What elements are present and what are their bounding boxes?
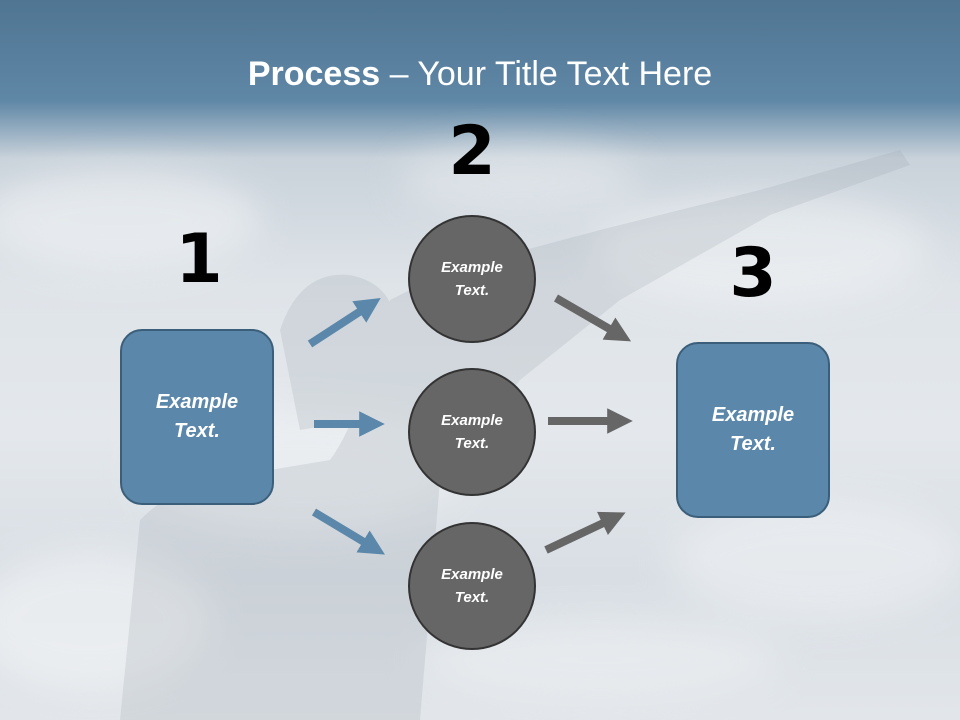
circle-top-text: Example Text. (441, 259, 503, 299)
circle-top: Example Text. (408, 215, 536, 343)
right-box-text: Example Text. (711, 404, 795, 455)
right-process-box: Example Text. (676, 342, 830, 518)
circle-middle-text: Example Text. (441, 412, 503, 452)
arrow-bottom-to-right (544, 511, 626, 554)
arrow-top-to-right (553, 294, 632, 342)
arrow-left-to-bottom (311, 508, 385, 555)
circle-bottom: Example Text. (408, 522, 536, 650)
step-number-2: 2 (448, 112, 496, 191)
circle-bottom-text: Example Text. (441, 566, 503, 606)
title-bold: Process (247, 55, 381, 93)
left-process-box: Example Text. (120, 329, 274, 505)
circle-middle: Example Text. (408, 368, 536, 496)
arrow-left-to-top (307, 298, 381, 348)
step-number-1: 1 (175, 220, 223, 299)
title-rest: – Your Title Text Here (380, 55, 713, 93)
slide-title: Process – Your Title Text Here (0, 52, 960, 96)
step-number-3: 3 (729, 234, 777, 313)
left-box-text: Example Text. (155, 391, 239, 442)
